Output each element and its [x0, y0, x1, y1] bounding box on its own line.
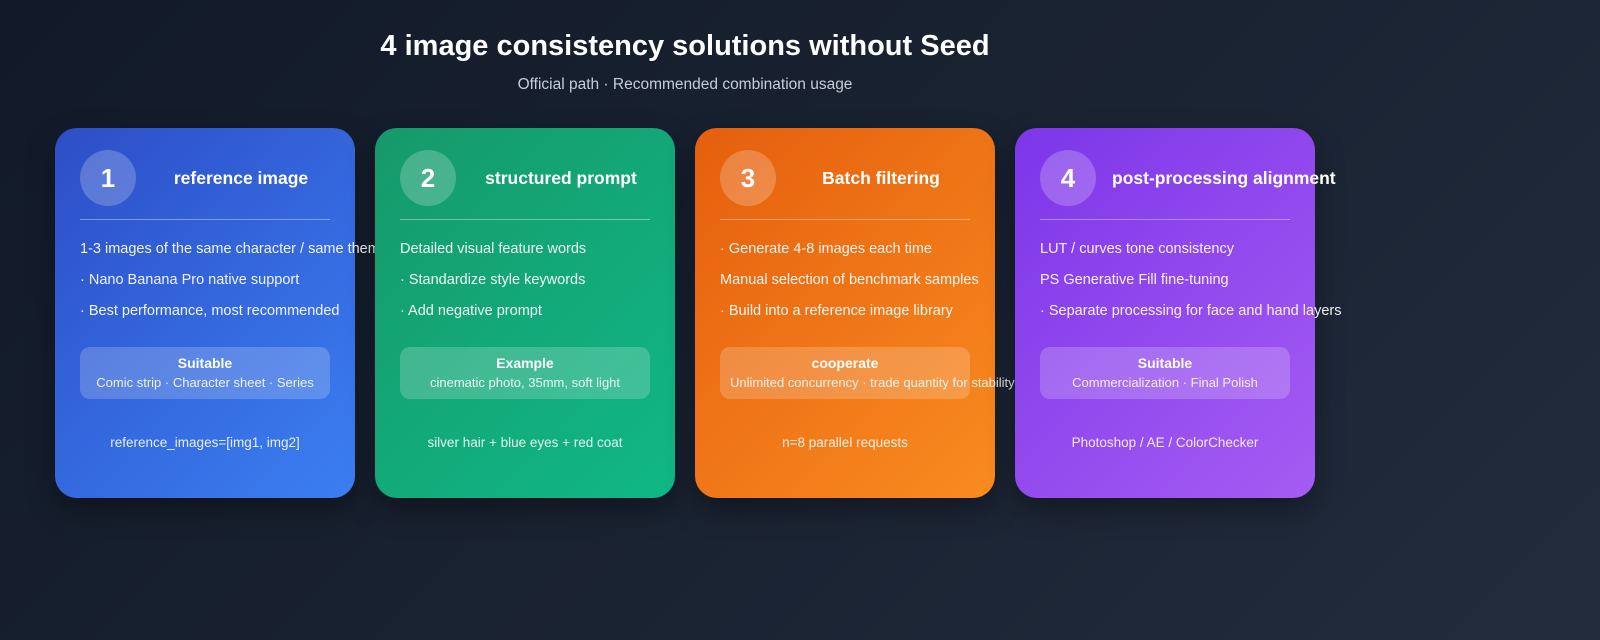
- card-footer-note: Photoshop / AE / ColorChecker: [1071, 435, 1259, 450]
- highlight-box-title: Suitable: [1137, 355, 1193, 371]
- highlight-box-title: Suitable: [177, 355, 233, 371]
- bullet-item: · Separate processing for face and hand …: [1040, 303, 1342, 319]
- card-step-3-batch-filtering: 3 Batch filtering · Generate 4-8 images …: [695, 128, 1015, 498]
- bullet-list: 1-3 images of the same character / same …: [80, 239, 388, 321]
- step-number: 1: [100, 162, 116, 193]
- card-header: 4 post-processing alignment: [1040, 150, 1336, 206]
- bullet-item: LUT / curves tone consistency: [1040, 241, 1234, 257]
- highlight-box-detail: Unlimited concurrency · trade quantity f…: [730, 375, 1015, 390]
- cards-row: 1 reference image 1-3 images of the same…: [55, 128, 1342, 498]
- divider: [720, 219, 970, 220]
- bullet-list: LUT / curves tone consistency PS Generat…: [1040, 239, 1342, 321]
- bullet-list: Detailed visual feature words · Standard…: [400, 239, 650, 321]
- highlight-box: Suitable Commercialization · Final Polis…: [1040, 347, 1290, 399]
- highlight-box: Suitable Comic strip · Character sheet ·…: [80, 347, 330, 399]
- bullet-item: · Nano Banana Pro native support: [80, 272, 300, 288]
- bullet-item: · Build into a reference image library: [720, 303, 953, 319]
- bullet-item: Manual selection of benchmark samples: [720, 272, 979, 288]
- bullet-item: 1-3 images of the same character / same …: [80, 241, 388, 257]
- page-title: 4 image consistency solutions without Se…: [380, 30, 990, 62]
- highlight-box-detail: Commercialization · Final Polish: [1072, 375, 1258, 390]
- bullet-item: · Add negative prompt: [400, 303, 542, 319]
- card-footer-note: silver hair + blue eyes + red coat: [427, 435, 623, 450]
- card-step-4-post-processing-alignment: 4 post-processing alignment LUT / curves…: [1015, 128, 1342, 498]
- divider: [1040, 219, 1290, 220]
- card-title: structured prompt: [485, 167, 637, 188]
- highlight-box-detail: Comic strip · Character sheet · Series: [96, 375, 314, 390]
- step-number-badge: 3: [720, 150, 776, 206]
- page-subtitle: Official path · Recommended combination …: [517, 76, 853, 93]
- divider: [80, 219, 330, 220]
- content-wrapper: 4 image consistency solutions without Se…: [55, 28, 1342, 498]
- bullet-list: · Generate 4-8 images each time Manual s…: [720, 239, 979, 321]
- card-header: 1 reference image: [80, 150, 330, 206]
- step-number: 4: [1060, 162, 1076, 193]
- step-number: 3: [740, 162, 756, 193]
- card-header: 3 Batch filtering: [720, 150, 970, 206]
- bullet-item: · Generate 4-8 images each time: [720, 241, 932, 257]
- step-number: 2: [420, 162, 436, 193]
- card-header: 2 structured prompt: [400, 150, 650, 206]
- highlight-box-detail: cinematic photo, 35mm, soft light: [429, 375, 621, 390]
- bullet-item: · Standardize style keywords: [400, 272, 586, 288]
- divider: [400, 219, 650, 220]
- bullet-item: Detailed visual feature words: [400, 241, 587, 257]
- card-footer-note: reference_images=[img1, img2]: [110, 435, 300, 450]
- card-title: reference image: [173, 167, 309, 188]
- step-number-badge: 1: [80, 150, 136, 206]
- highlight-box: Example cinematic photo, 35mm, soft ligh…: [400, 347, 650, 399]
- bullet-item: · Best performance, most recommended: [80, 303, 340, 319]
- card-step-2-structured-prompt: 2 structured prompt Detailed visual feat…: [375, 128, 675, 498]
- step-number-badge: 4: [1040, 150, 1096, 206]
- bullet-item: PS Generative Fill fine-tuning: [1040, 272, 1229, 288]
- highlight-box: cooperate Unlimited concurrency · trade …: [720, 347, 1015, 399]
- highlight-box-title: cooperate: [811, 355, 879, 371]
- card-title: Batch filtering: [822, 167, 940, 188]
- step-number-badge: 2: [400, 150, 456, 206]
- card-title: post-processing alignment: [1112, 167, 1336, 188]
- card-footer-note: n=8 parallel requests: [782, 435, 908, 450]
- highlight-box-title: Example: [496, 355, 554, 371]
- card-step-1-reference-image: 1 reference image 1-3 images of the same…: [55, 128, 388, 498]
